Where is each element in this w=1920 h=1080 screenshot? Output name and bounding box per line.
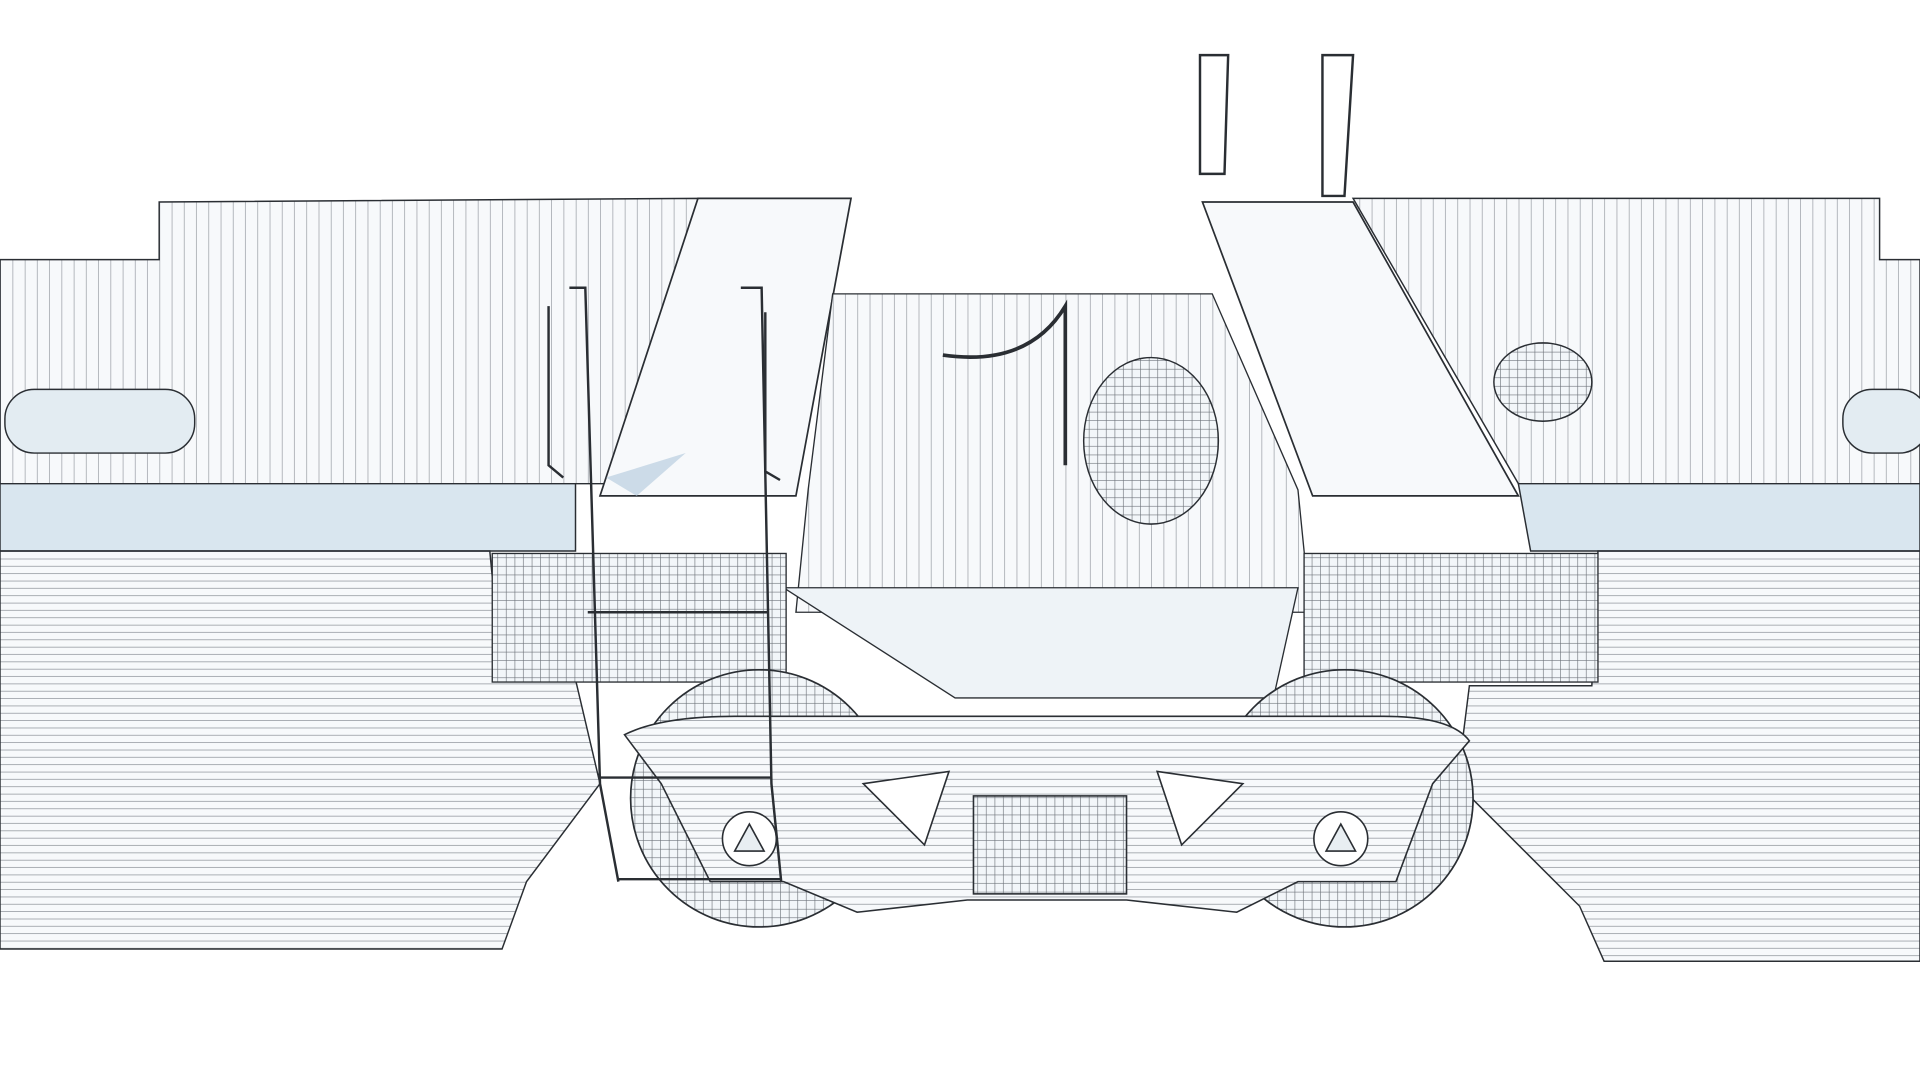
ladder-rail-inner xyxy=(740,286,783,882)
left-bearing-adapter xyxy=(733,822,766,852)
grab-handle-right xyxy=(1321,53,1355,198)
right-bearing-adapter xyxy=(1324,822,1357,852)
bolster-top xyxy=(795,293,1311,613)
brake-pipe xyxy=(942,299,1068,466)
left-frame-window xyxy=(861,770,951,847)
right-deck-plate xyxy=(1201,201,1520,497)
cast-shadow xyxy=(606,453,686,496)
right-car-window-opening xyxy=(1842,388,1920,454)
left-car-body xyxy=(0,197,699,950)
left-car-deck-rail xyxy=(0,482,577,552)
air-reservoir-tank xyxy=(1082,356,1220,525)
top-grab-handles xyxy=(1198,53,1355,198)
grab-handle xyxy=(764,312,781,482)
left-ladder xyxy=(547,286,783,882)
right-side-bearing-block xyxy=(1303,552,1599,683)
left-car-window-opening xyxy=(4,388,196,454)
right-car-body xyxy=(1351,197,1920,962)
right-car-lower-body xyxy=(1456,550,1920,962)
ladder-rail-outer xyxy=(569,286,620,882)
right-brake-canister xyxy=(1493,342,1593,422)
grab-handle-left xyxy=(1198,53,1230,176)
bolster-beam xyxy=(781,587,1299,699)
spring-nest xyxy=(972,795,1128,895)
left-deck-plate xyxy=(598,197,853,497)
center-bolster xyxy=(491,293,1599,699)
bogie-side-frame xyxy=(623,715,1471,914)
right-car-deck-rail xyxy=(1517,482,1920,552)
grab-handle xyxy=(547,306,565,479)
left-side-bearing-block xyxy=(491,552,787,683)
right-frame-window xyxy=(1155,770,1245,847)
